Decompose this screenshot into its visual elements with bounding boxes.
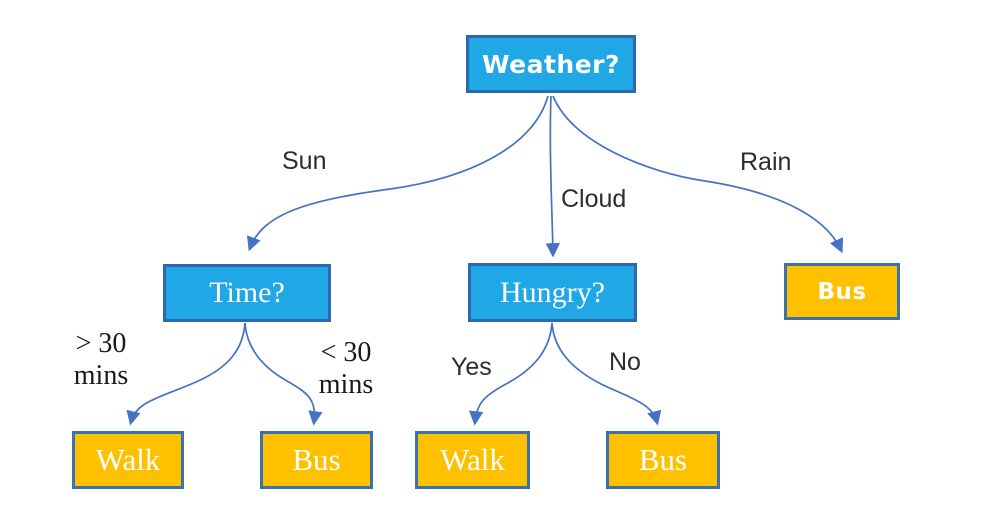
node-time: Time?: [163, 264, 331, 322]
edge-weather-bus: [552, 95, 844, 254]
edge-label-sun: Sun: [282, 147, 327, 175]
node-bus-lt30: Bus: [260, 431, 373, 489]
node-weather: Weather?: [466, 35, 636, 93]
edge-label-lt30mins: < 30 mins: [318, 337, 374, 401]
edge-label-rain: Rain: [740, 148, 792, 176]
node-walk-gt30: Walk: [72, 431, 184, 489]
edge-label-gt30mins: > 30 mins: [73, 328, 129, 392]
edge-label-yes: Yes: [451, 353, 492, 381]
edge-time-walk: [126, 322, 246, 426]
edge-label-no: No: [609, 348, 641, 376]
node-walk-yes: Walk: [415, 431, 530, 489]
edge-label-cloud: Cloud: [561, 185, 627, 213]
edge-hungry-walk: [468, 322, 553, 426]
node-bus-rain: Bus: [784, 263, 900, 320]
edge-weather-time: [247, 95, 549, 252]
edge-weather-hungry: [545, 95, 561, 258]
edge-time-bus: [244, 322, 323, 426]
node-hungry: Hungry?: [468, 263, 637, 322]
node-bus-no: Bus: [606, 431, 720, 489]
edge-hungry-bus: [551, 322, 662, 426]
